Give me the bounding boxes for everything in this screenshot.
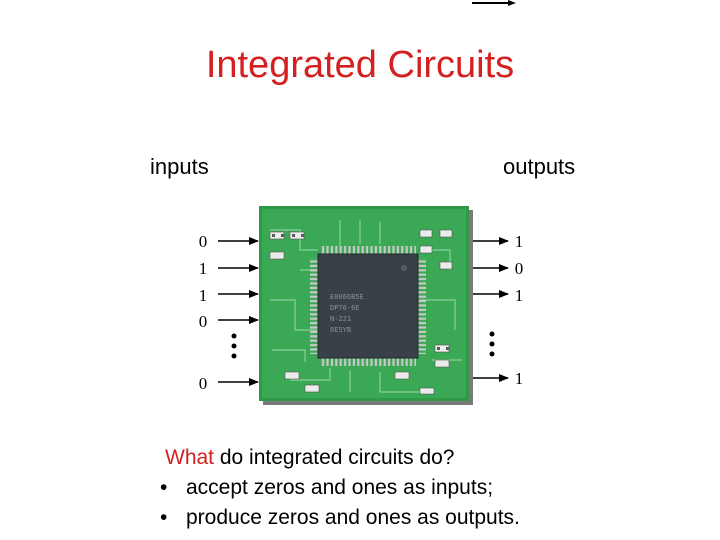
- chip-marking-line: DP76-6E: [330, 304, 360, 312]
- question-text: What do integrated circuits do?: [165, 446, 455, 470]
- circuit-diagram: [218, 206, 509, 405]
- input-bit: 0: [198, 374, 208, 393]
- bullet-text: accept zeros and ones as inputs;: [186, 476, 494, 499]
- chip-marking-line: 8E5YB: [330, 326, 352, 334]
- question-rest: do integrated circuits do?: [214, 446, 455, 469]
- output-ellipsis-icon: [489, 331, 495, 357]
- output-bit: 1: [514, 286, 524, 305]
- output-bit: 1: [514, 369, 524, 388]
- question-highlight: What: [165, 446, 215, 469]
- chip-marking-line: E8066B5E: [330, 293, 364, 301]
- top-arrow-icon: [472, 0, 516, 6]
- bullet-item: • produce zeros and ones as outputs.: [160, 506, 520, 530]
- bullet-icon: •: [160, 506, 168, 529]
- input-bit: 1: [198, 286, 208, 305]
- bullet-text: produce zeros and ones as outputs.: [186, 506, 520, 529]
- circuit-board-image: [259, 206, 473, 405]
- input-bit: 1: [198, 259, 208, 278]
- input-bit: 0: [198, 232, 208, 251]
- outputs-label: outputs: [503, 154, 576, 179]
- bullet-item: • accept zeros and ones as inputs;: [160, 476, 493, 500]
- chip-marking-line: N-221: [330, 315, 352, 323]
- output-bit: 1: [514, 232, 524, 251]
- inputs-label: inputs: [150, 154, 209, 179]
- input-ellipsis-icon: [231, 333, 237, 359]
- input-bit: 0: [198, 312, 208, 331]
- bullet-icon: •: [160, 476, 168, 499]
- chip-marking-text: E8066B5E DP76-6E N-221 8E5YB: [330, 292, 410, 336]
- slide-title: Integrated Circuits: [205, 44, 515, 86]
- output-bit: 0: [514, 259, 524, 278]
